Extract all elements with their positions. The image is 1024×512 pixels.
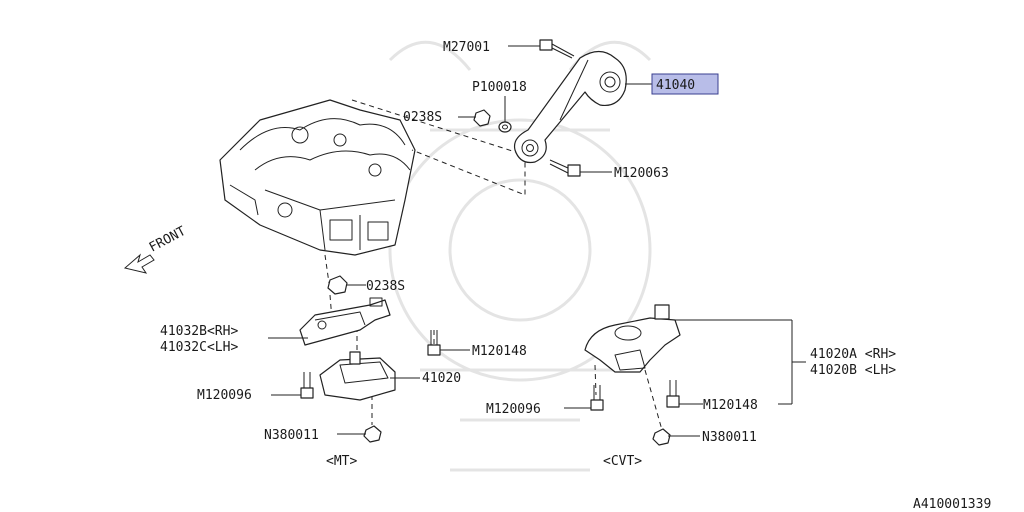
group-label-cvt: <CVT>: [603, 454, 642, 469]
callout-m120096-cvt[interactable]: M120096: [486, 402, 541, 417]
bolt-m120148-cvt: [666, 380, 680, 408]
callout-n380011-cvt[interactable]: N380011: [702, 430, 757, 445]
callout-m120148-cvt[interactable]: M120148: [703, 398, 758, 413]
group-label-mt: <MT>: [326, 454, 357, 469]
callout-n380011-mt[interactable]: N380011: [264, 428, 319, 443]
callout-m120063[interactable]: M120063: [614, 166, 669, 181]
nut-n380011-cvt: [652, 428, 671, 446]
nut-0238s-mid: [327, 275, 348, 295]
bolt-m27001: [539, 39, 575, 59]
leader-lines: [268, 45, 806, 437]
callout-41020b[interactable]: 41020B <LH>: [810, 363, 896, 378]
callout-41020[interactable]: 41020: [422, 371, 461, 386]
callout-41032c[interactable]: 41032C<LH>: [160, 340, 238, 355]
callout-0238s-top[interactable]: 0238S: [403, 110, 442, 125]
callout-p100018[interactable]: P100018: [472, 80, 527, 95]
cushion-41020ab: [584, 304, 681, 373]
front-arrow: FRONT: [123, 224, 189, 274]
callout-m120148-mt[interactable]: M120148: [472, 344, 527, 359]
figure-id: A410001339: [913, 497, 991, 512]
cushion-41020: [319, 351, 396, 401]
bolt-m120096-cvt: [590, 385, 604, 411]
callout-41032b[interactable]: 41032B<RH>: [160, 324, 238, 339]
callout-m120096-mt[interactable]: M120096: [197, 388, 252, 403]
callout-41020a[interactable]: 41020A <RH>: [810, 347, 896, 362]
pitching-stopper-41040: [513, 50, 627, 164]
nut-n380011-mt: [363, 425, 382, 443]
callout-0238s-mid[interactable]: 0238S: [366, 279, 405, 294]
highlight-box-41040: [651, 73, 719, 95]
engine-block: [219, 99, 416, 256]
washer-p100018: [498, 121, 512, 133]
bolt-m120063: [549, 159, 581, 177]
bracket-41032: [299, 297, 391, 346]
callout-m27001[interactable]: M27001: [443, 40, 490, 55]
nut-0238s-top: [473, 109, 491, 127]
front-label: FRONT: [147, 224, 189, 256]
bolt-m120096-mt: [300, 372, 314, 399]
callout-41040[interactable]: 41040: [656, 78, 695, 93]
